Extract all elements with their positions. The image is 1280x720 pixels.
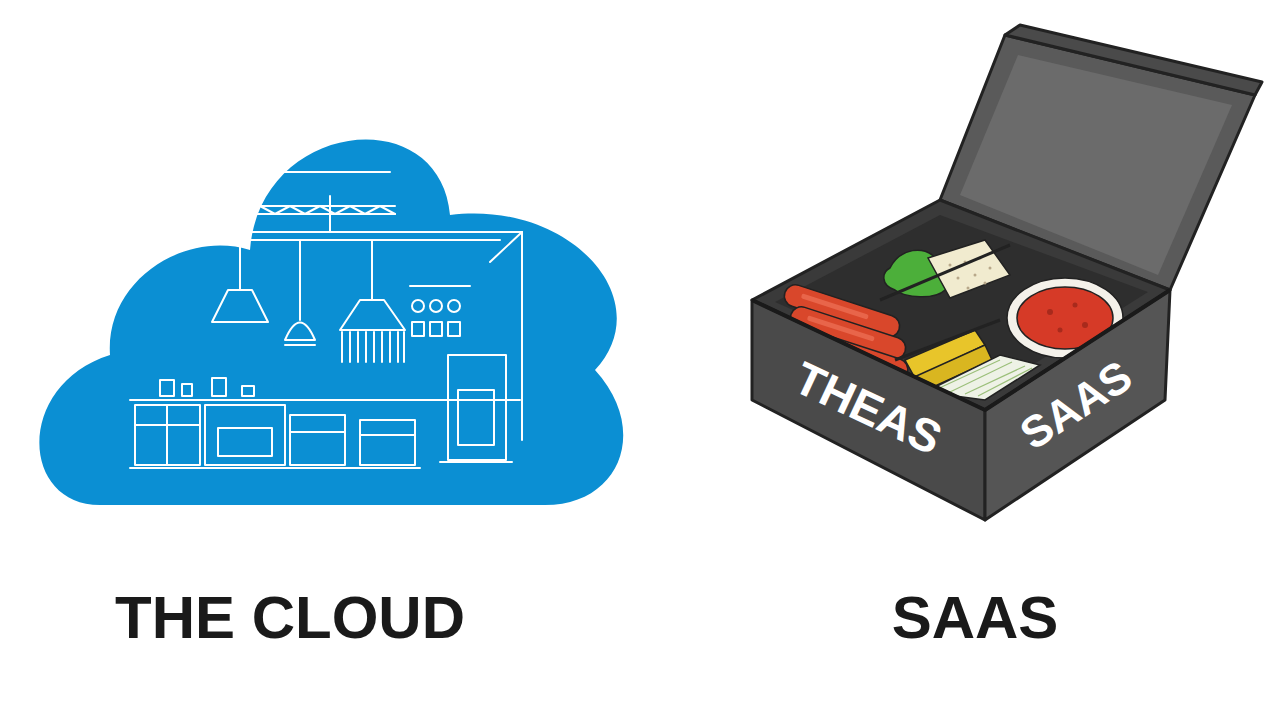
box-side-text: THEAS (787, 352, 950, 464)
kitchen-line-art (130, 172, 522, 468)
heading: THE CLOUD (115, 585, 465, 651)
cloud-shape (39, 139, 623, 505)
box-side-text: SAAS (1012, 351, 1141, 458)
heading: SAAS (892, 585, 1059, 651)
box-faces (752, 290, 1170, 520)
cloud-node: THE CLOUD (20, 110, 640, 660)
box-node: THEAS SAAS SAAS (740, 20, 1270, 660)
